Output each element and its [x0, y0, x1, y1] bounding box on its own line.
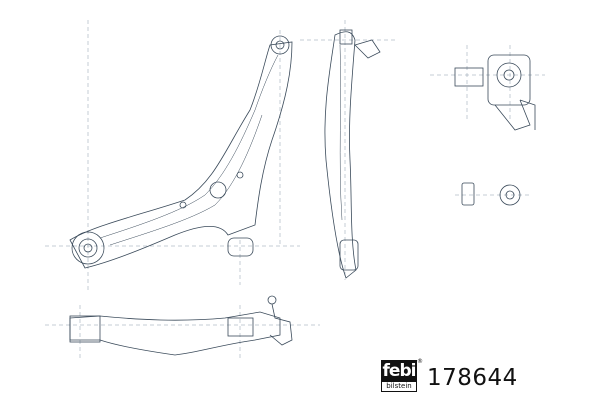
registered-mark: ®: [417, 358, 423, 365]
control-arm-top-view: [69, 295, 293, 356]
logo-text: febi: [382, 361, 416, 382]
logo-subtext: bilstein: [386, 382, 412, 390]
febi-bilstein-logo: febi bilstein ®: [381, 358, 423, 392]
ball-joint-detail: [454, 54, 536, 131]
dimension-lines: [45, 20, 545, 360]
small-parts: [461, 182, 521, 206]
part-number: 178644: [427, 365, 518, 391]
control-arm-side-view: [324, 29, 381, 279]
control-arm-front-view: [69, 35, 293, 269]
